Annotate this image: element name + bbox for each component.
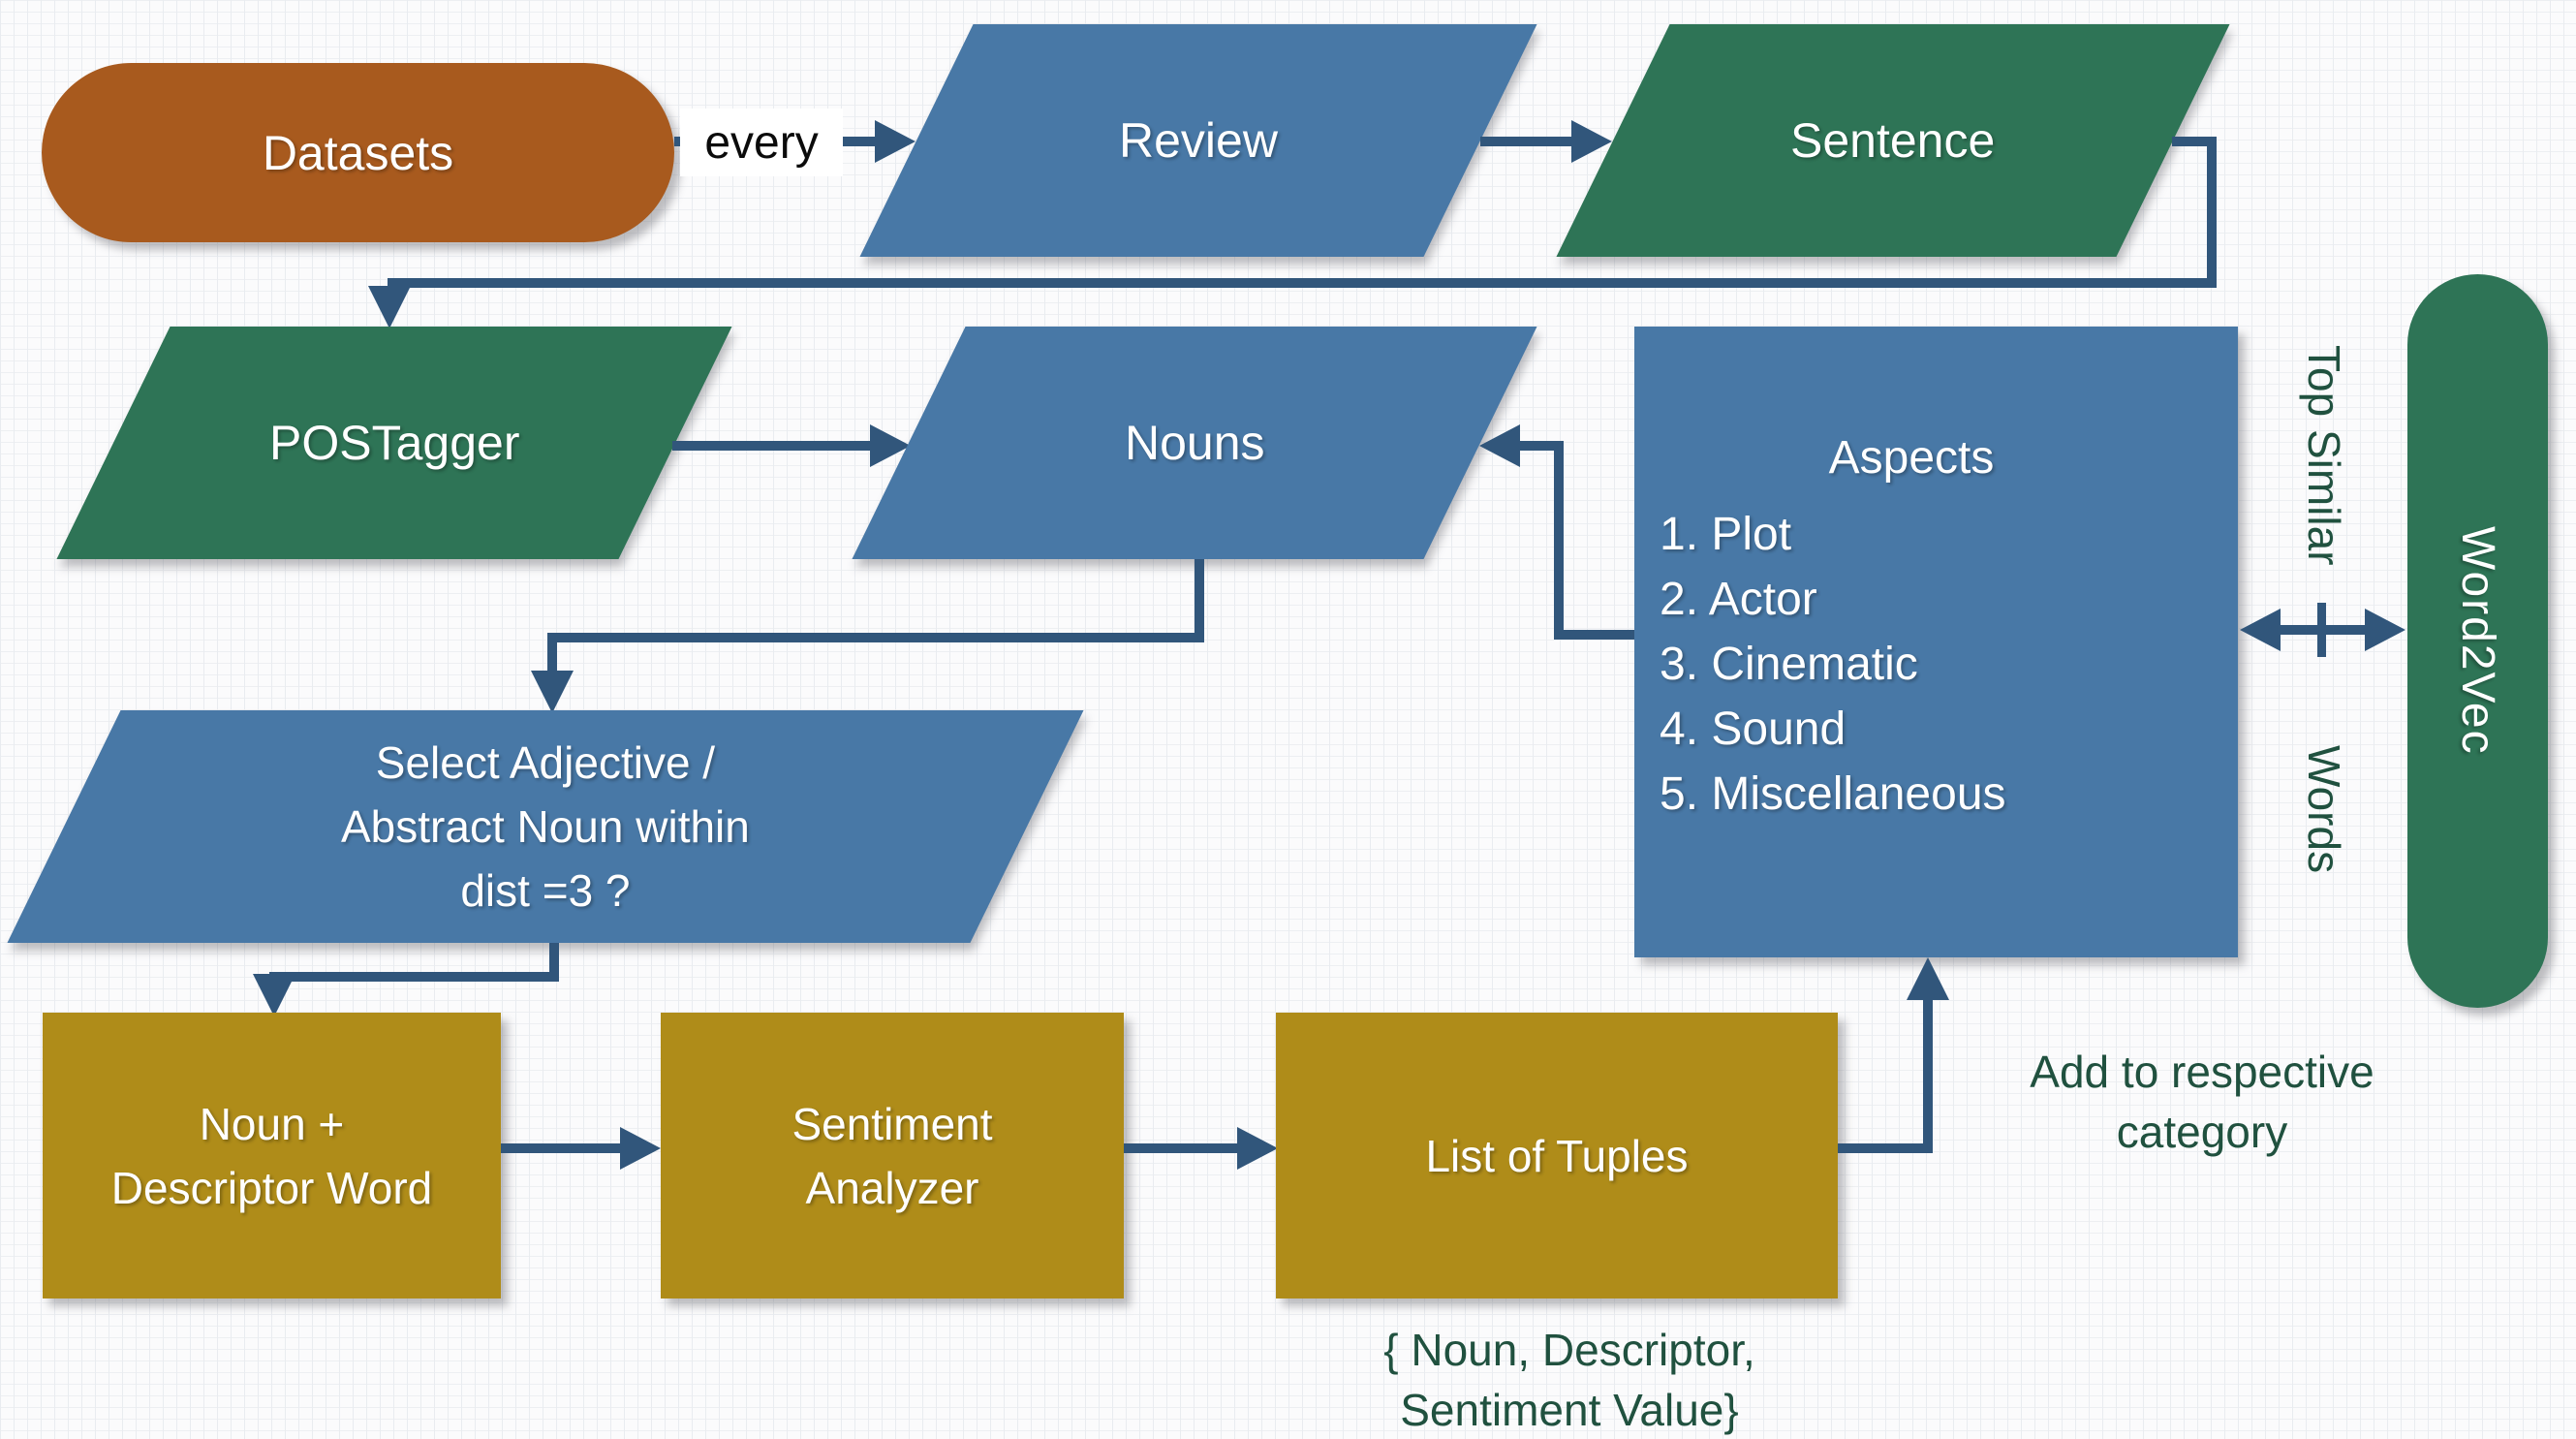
note-tuple-structure: { Noun, Descriptor, Sentiment Value} [1288,1320,1850,1439]
arrowhead-into-aspects-right [2240,609,2281,651]
node-list-of-tuples-label: List of Tuples [1425,1130,1689,1181]
aspects-item: 5. Miscellaneous [1660,768,2006,820]
sentiment-line-1: Sentiment [791,1098,993,1149]
arrowhead-into-sentiment [620,1127,661,1170]
node-list-of-tuples[interactable]: List of Tuples [1276,1013,1838,1298]
node-postagger[interactable]: POSTagger [56,327,732,559]
connector-midpoint-tick [2317,603,2326,657]
sentiment-line-2: Analyzer [805,1162,979,1213]
connector-nouns-drop-vertical [1195,559,1204,642]
node-sentence[interactable]: Sentence [1556,24,2230,257]
noun-descriptor-line-1: Noun + [199,1098,345,1149]
aspects-item: 3. Cinematic [1660,639,1918,690]
connector-postagger-nouns [672,441,872,451]
node-word2vec[interactable]: Word2Vec [2407,274,2548,1008]
connector-sentence-horizontal [388,278,2217,288]
connector-aspects-nouns-vertical [1554,441,1564,640]
arrowhead-into-word2vec [2365,609,2405,651]
node-nouns[interactable]: Nouns [852,327,1537,559]
node-select-descriptor[interactable]: Select Adjective / Abstract Noun within … [7,710,1084,943]
edge-label-words: Words [2299,744,2349,874]
connector-aspects-nouns-bottom [1554,630,1637,640]
node-review-label: Review [1119,113,1278,168]
connector-review-sentence [1480,137,1574,146]
edge-label-every: every [680,109,843,176]
node-word2vec-label: Word2Vec [2452,526,2503,756]
note-tuple-line-2: Sentiment Value} [1400,1385,1739,1435]
note-add-line-1: Add to respective [2030,1047,2374,1097]
node-sentiment-analyzer[interactable]: Sentiment Analyzer [661,1013,1124,1298]
noun-descriptor-line-2: Descriptor Word [110,1162,433,1213]
node-noun-descriptor[interactable]: Noun + Descriptor Word [43,1013,501,1298]
aspects-item: 2. Actor [1660,574,1817,625]
connector-list-aspects-vertical [1923,998,1933,1153]
connector-nouns-drop-horizontal [547,633,1204,642]
connector-select-drop-vertical [549,943,559,982]
aspects-title: Aspects [1828,432,1995,484]
node-sentence-label: Sentence [1790,113,1996,168]
edge-label-top-similar: Top Similar [2299,345,2349,566]
connector-nouns-drop-vertical2 [547,633,557,676]
note-add-line-2: category [2116,1107,2288,1157]
connector-sentence-vertical [2207,137,2217,288]
node-review[interactable]: Review [859,24,1537,257]
aspects-item: 1. Plot [1660,509,1792,560]
connector-noun-sentiment [501,1143,622,1153]
arrowhead-into-postagger [368,286,411,328]
connector-select-drop-horizontal [269,972,559,982]
arrowhead-into-aspects-bottom [1907,957,1949,1000]
node-sentiment-analyzer-label: Sentiment Analyzer [791,1092,992,1220]
connector-sentence-stub [2172,137,2217,146]
connector-list-aspects-horizontal [1838,1143,1933,1153]
aspects-item: 4. Sound [1660,704,1847,755]
node-datasets-label: Datasets [262,125,454,180]
note-tuple-line-1: { Noun, Descriptor, [1383,1325,1755,1375]
arrowhead-into-noun-descriptor [253,974,295,1017]
arrowhead-into-nouns-right [1479,424,1520,467]
node-select-descriptor-label: Select Adjective / Abstract Noun within … [341,731,750,923]
note-add-to-category: Add to respective category [2008,1042,2396,1162]
node-nouns-label: Nouns [1124,416,1265,470]
connector-sentiment-list [1124,1143,1239,1153]
select-line-3: dist =3 ? [460,865,631,916]
select-line-2: Abstract Noun within [341,801,750,852]
arrowhead-into-select [531,671,574,713]
node-noun-descriptor-label: Noun + Descriptor Word [111,1092,432,1220]
node-aspects[interactable]: Aspects 1. Plot 2. Actor 3. Cinematic 4.… [1634,327,2238,957]
arrowhead-into-list [1237,1127,1278,1170]
node-postagger-label: POSTagger [268,416,520,470]
select-line-1: Select Adjective / [375,737,716,788]
connector-aspects-nouns-horizontal [1518,441,1564,451]
node-datasets[interactable]: Datasets [42,63,674,242]
